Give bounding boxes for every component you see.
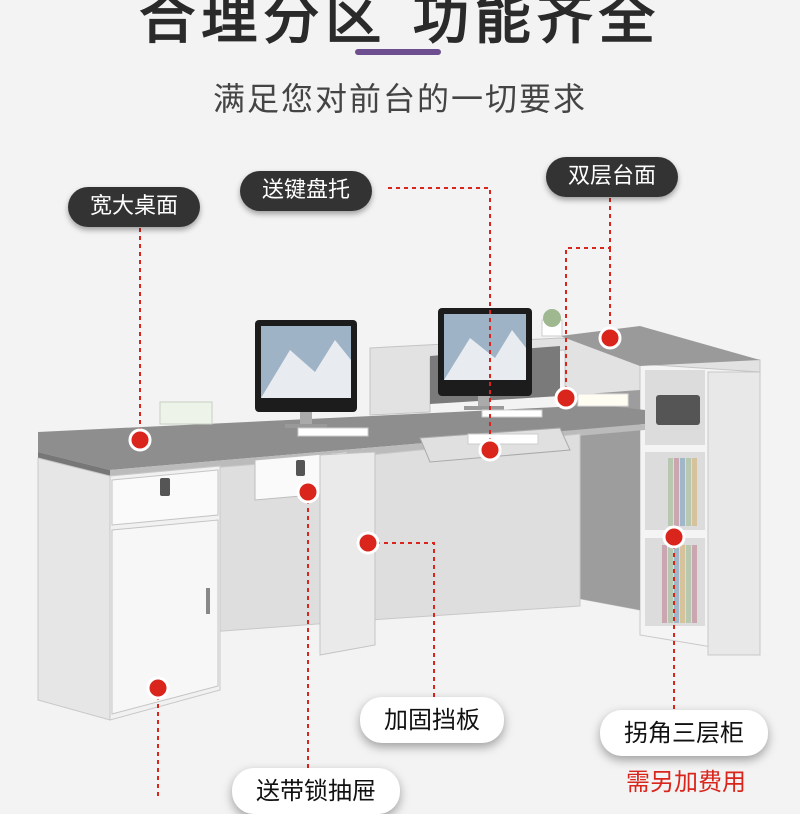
callout-lock-drawer: 送带锁抽屉 xyxy=(232,768,400,814)
callout-double-top: 双层台面 xyxy=(546,157,679,197)
marker-dots xyxy=(128,326,686,700)
title-underline xyxy=(355,49,441,55)
left-pedestal xyxy=(37,457,221,721)
extra-fee-note: 需另加费用 xyxy=(626,768,746,796)
callout-keyboard-tray: 送键盘托 xyxy=(240,171,373,211)
monitor-right xyxy=(438,308,532,410)
callout-reinforced-panel: 加固挡板 xyxy=(360,697,504,743)
subtitle: 满足您对前台的一切要求 xyxy=(212,80,587,118)
leader-lines xyxy=(139,187,675,800)
corner-cabinet xyxy=(639,359,761,656)
reinforced-panel xyxy=(319,451,376,656)
callout-wide-desktop: 宽大桌面 xyxy=(68,187,201,227)
callout-corner-cabinet: 拐角三层柜 xyxy=(600,710,768,756)
headline: 合理分区 功能齐全 xyxy=(139,0,661,52)
monitor-left xyxy=(255,320,357,428)
